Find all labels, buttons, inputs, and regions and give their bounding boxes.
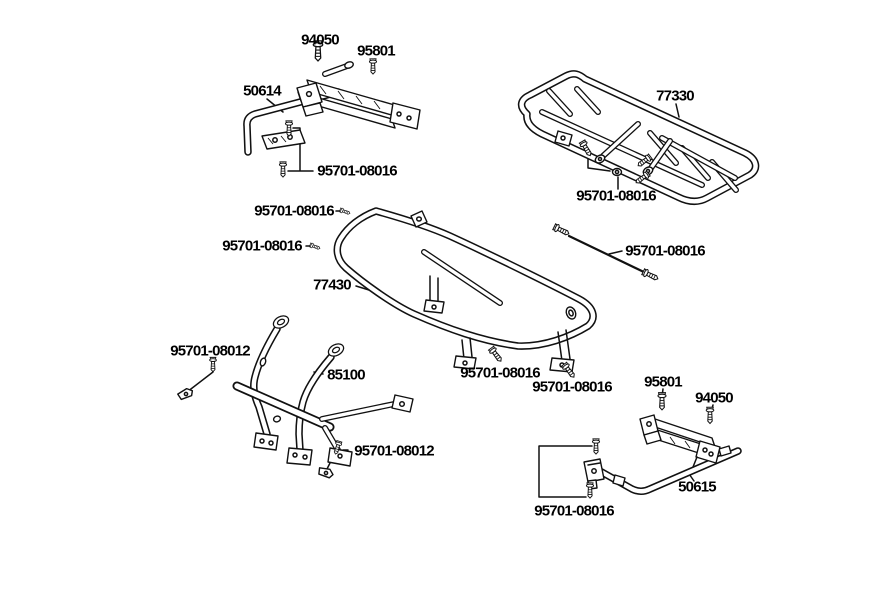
screw-icon (278, 161, 288, 178)
callout-94050-bottom: 94050 (695, 389, 734, 407)
screw-icon (209, 356, 217, 373)
callout-95701-08012-left: 95701-08012 (170, 342, 250, 360)
tie-rod-drawing (567, 234, 650, 276)
screw-icon (585, 482, 595, 499)
callout-77330: 77330 (656, 87, 695, 105)
part-85100-drawing (232, 312, 414, 467)
callout-95801-top: 95801 (357, 42, 396, 60)
bolt-icon (657, 392, 667, 411)
screw-icon (591, 438, 601, 455)
part-50614-drawing (243, 61, 421, 156)
callout-95701-08016-cb-b: 95701-08016 (532, 378, 612, 396)
callout-95701-08016-mid-a: 95701-08016 (254, 202, 334, 220)
part-77430-drawing (333, 207, 597, 373)
stay-clip-icon (316, 464, 336, 481)
screw-icon (338, 207, 352, 217)
screw-icon (284, 120, 294, 137)
bolt-icon (368, 58, 378, 75)
bolt-icon (641, 267, 660, 283)
callout-50615: 50615 (678, 478, 717, 496)
callout-50614: 50614 (243, 82, 282, 100)
callout-95701-08016-bb: 95701-08016 (534, 502, 614, 520)
callout-95701-08016-cb-a: 95701-08016 (460, 364, 540, 382)
callout-95701-08016-mid-b: 95701-08016 (222, 237, 302, 255)
callout-95701-08016-rod: 95701-08016 (625, 242, 705, 260)
callout-95801-bottom: 95801 (644, 373, 683, 391)
callout-95701-08016-tr: 95701-08016 (576, 187, 656, 205)
callout-95701-08012-bottom: 95701-08012 (354, 442, 434, 460)
part-50615-drawing (583, 414, 742, 495)
bolt-icon (705, 406, 715, 424)
callout-94050-top: 94050 (301, 31, 340, 49)
screw-icon (487, 345, 505, 364)
callout-77430: 77430 (313, 276, 352, 294)
callout-85100: 85100 (327, 366, 366, 384)
screw-icon (308, 242, 322, 252)
bolt-icon (552, 222, 571, 238)
callout-95701-08016-tl: 95701-08016 (317, 162, 397, 180)
part-77330-drawing (517, 70, 760, 205)
